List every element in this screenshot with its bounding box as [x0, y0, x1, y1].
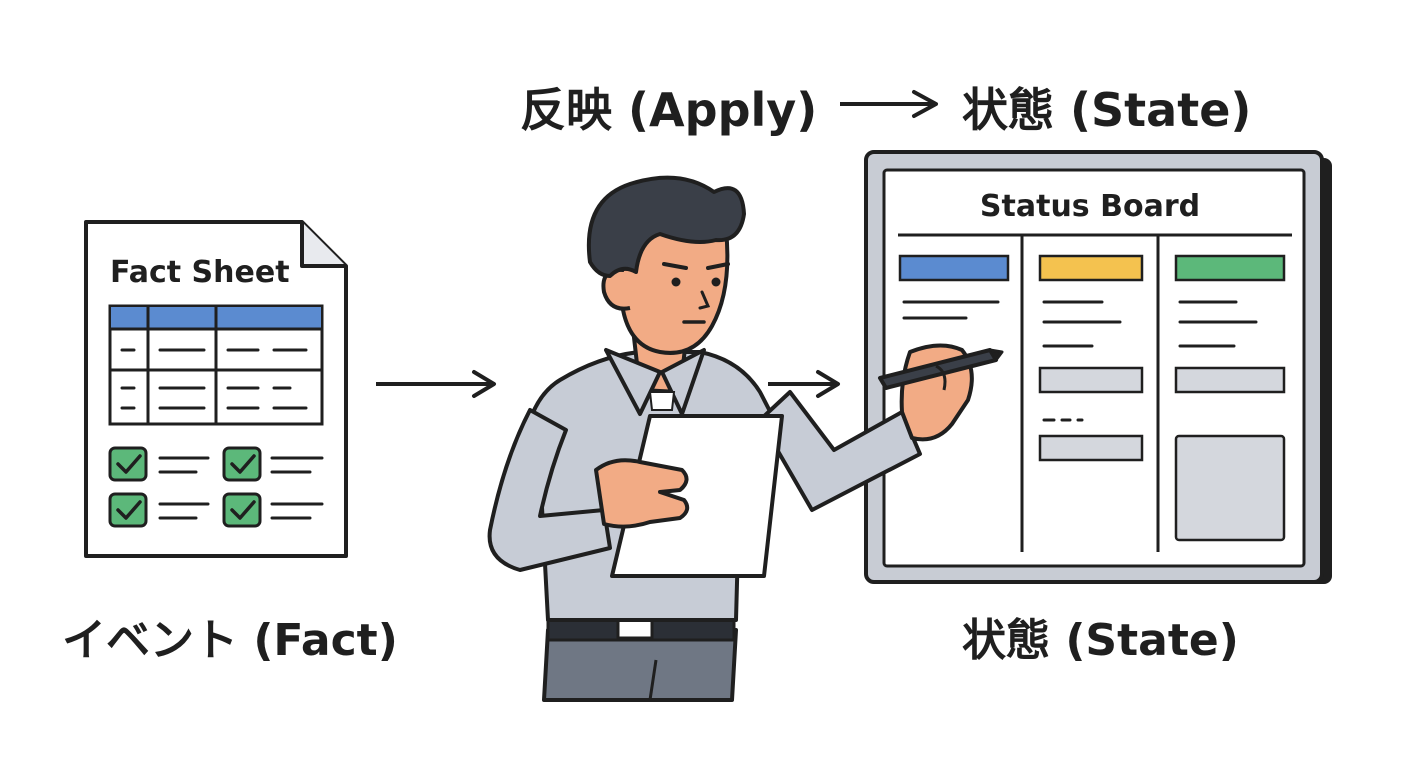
fact-sheet-title: Fact Sheet — [110, 255, 290, 290]
status-board: Status Board — [864, 150, 1332, 584]
check-icon — [222, 446, 262, 482]
card-placeholder — [1174, 366, 1286, 394]
fact-table — [108, 304, 324, 426]
card-placeholder — [1038, 366, 1144, 394]
check-icon — [108, 446, 148, 482]
status-board-title: Status Board — [980, 189, 1200, 224]
column-header-yellow — [1038, 254, 1144, 282]
fact-sheet-document: Fact Sheet — [84, 220, 348, 558]
card-placeholder — [1174, 434, 1286, 542]
state-title: 状態 (State) — [962, 83, 1252, 137]
apply-title: 反映 (Apply) — [520, 83, 818, 137]
column-header-green — [1174, 254, 1286, 282]
fact-caption: イベント (Fact) — [62, 615, 398, 666]
flow-arrow — [376, 370, 496, 398]
person-illustration — [487, 175, 1004, 702]
column-header-blue — [898, 254, 1010, 282]
card-placeholder — [1038, 434, 1144, 462]
state-caption: 状態 (State) — [962, 615, 1239, 666]
check-icon — [108, 492, 148, 528]
apply-arrow — [840, 90, 938, 118]
flow-arrow — [768, 370, 840, 398]
check-icon — [222, 492, 262, 528]
